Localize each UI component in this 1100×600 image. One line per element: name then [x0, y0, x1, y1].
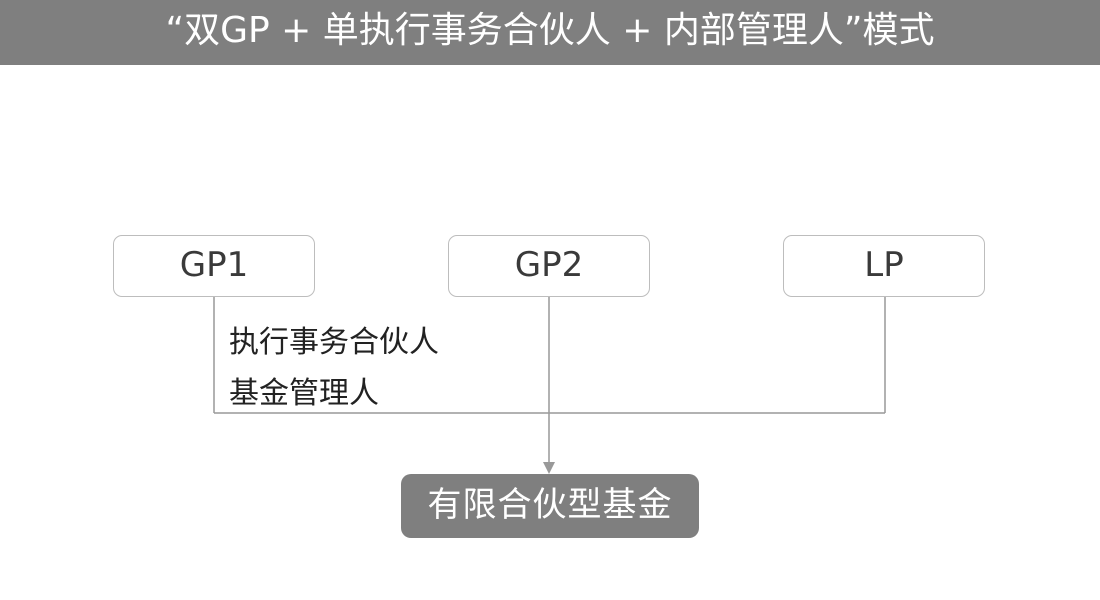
arrowhead-icon	[543, 462, 555, 474]
node-gp1: GP1	[113, 235, 315, 297]
page-title: “双GP + 单执行事务合伙人 + 内部管理人”模式	[0, 0, 1100, 65]
role-executive-partner: 执行事务合伙人	[229, 325, 439, 360]
node-gp2: GP2	[448, 235, 650, 297]
fund-node: 有限合伙型基金	[401, 474, 699, 538]
node-lp: LP	[783, 235, 985, 297]
role-fund-manager: 基金管理人	[229, 376, 379, 411]
